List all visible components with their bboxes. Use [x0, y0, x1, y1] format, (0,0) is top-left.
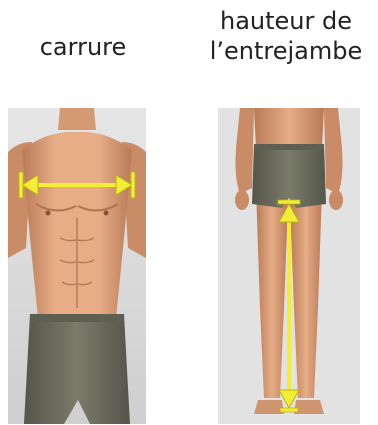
torso-figure: [8, 108, 146, 424]
left-foot: [254, 400, 284, 414]
label-line-2: l’entrejambe: [196, 36, 376, 66]
legs-figure: [218, 108, 360, 424]
waistband: [30, 314, 124, 322]
label-line-1: hauteur de: [196, 6, 376, 36]
waistband: [254, 144, 324, 150]
shoulder-width-illustration: [8, 108, 146, 424]
nipple-right: [104, 211, 109, 216]
right-hand: [329, 190, 343, 210]
label-carrure: carrure: [8, 32, 158, 62]
left-hand: [235, 190, 249, 210]
lower-torso: [254, 108, 324, 148]
right-foot: [294, 400, 324, 414]
neck: [58, 108, 96, 130]
label-carrure-text: carrure: [40, 33, 127, 61]
label-hauteur-entrejambe: hauteur de l’entrejambe: [196, 6, 376, 66]
nipple-left: [46, 211, 51, 216]
inseam-height-illustration: [218, 108, 360, 424]
